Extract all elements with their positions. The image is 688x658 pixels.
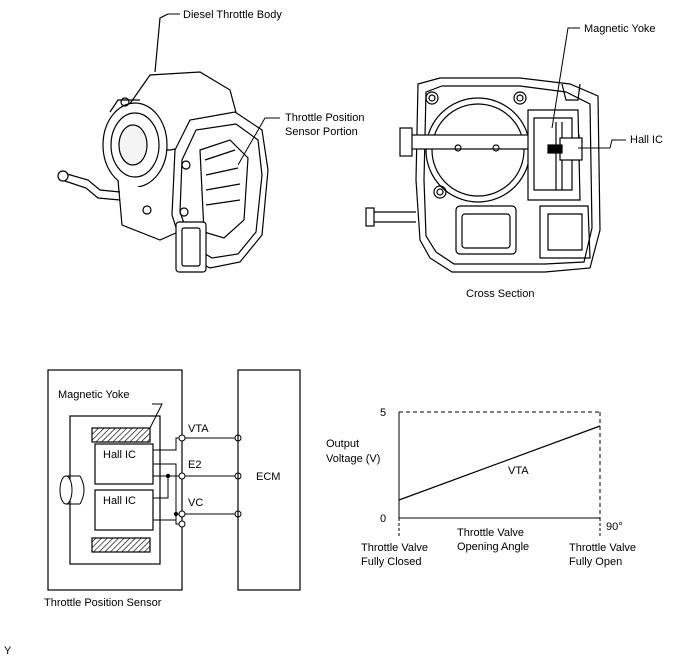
- angle-90-label: 90°: [606, 521, 623, 533]
- sensor-box: [47, 369, 183, 591]
- fully-open-label-line2: Fully Open: [569, 556, 622, 568]
- sensor-caption: Throttle Position Sensor: [44, 597, 162, 609]
- hall-ic-1-label: Hall IC: [103, 449, 136, 461]
- hall-ic-2-label: Hall IC: [103, 495, 136, 507]
- yoke-magnet-bottom: [91, 537, 151, 553]
- output-graph: [398, 411, 601, 536]
- e2-terminal-label: E2: [188, 459, 201, 471]
- sensor-wiring: [153, 437, 238, 525]
- leader-lines-cross-section: [551, 27, 626, 149]
- throttle-body-label: Diesel Throttle Body: [183, 9, 282, 21]
- tps-portion-label-line1: Throttle Position: [285, 112, 364, 124]
- tps-portion-label-line2: Sensor Portion: [285, 126, 358, 138]
- magnetic-yoke-label-circuit: Magnetic Yoke: [58, 389, 130, 401]
- leader-lines-throttle: [168, 13, 280, 166]
- fully-closed-label-line2: Fully Closed: [361, 556, 422, 568]
- vta-line-label: VTA: [508, 465, 529, 477]
- x-axis-label-line1: Throttle Valve: [457, 527, 524, 539]
- cross-section-illustration: [365, 77, 601, 273]
- yoke-magnet-top: [91, 427, 151, 443]
- cross-section-caption: Cross Section: [466, 288, 534, 300]
- hall-ic-2-box: [94, 489, 154, 531]
- shaft-symbol: [59, 475, 85, 505]
- junction-dot-vc: [173, 511, 179, 517]
- magnetic-yoke-label-top: Magnetic Yoke: [584, 23, 656, 35]
- y-axis-label-line1: Output: [326, 438, 359, 450]
- y-tick-5: 5: [380, 407, 386, 419]
- hall-ic-label-top: Hall IC: [630, 134, 663, 146]
- throttle-body-illustration: [57, 13, 269, 273]
- yoke-leader-line: [149, 403, 163, 429]
- vta-output-line: [398, 425, 601, 501]
- y-axis-label-line2: Voltage (V): [326, 453, 380, 465]
- x-axis-label-line2: Opening Angle: [457, 541, 529, 553]
- terminal-circles: [178, 434, 242, 528]
- vta-terminal-label: VTA: [188, 423, 209, 435]
- fully-open-label-line1: Throttle Valve: [569, 542, 636, 554]
- y-tick-0: 0: [380, 513, 386, 525]
- vc-terminal-label: VC: [188, 497, 203, 509]
- ecm-box: [237, 369, 301, 591]
- junction-dot-e2: [165, 473, 171, 479]
- fully-closed-label-line1: Throttle Valve: [361, 542, 428, 554]
- ecm-label: ECM: [256, 471, 280, 483]
- corner-mark: Y: [4, 645, 12, 657]
